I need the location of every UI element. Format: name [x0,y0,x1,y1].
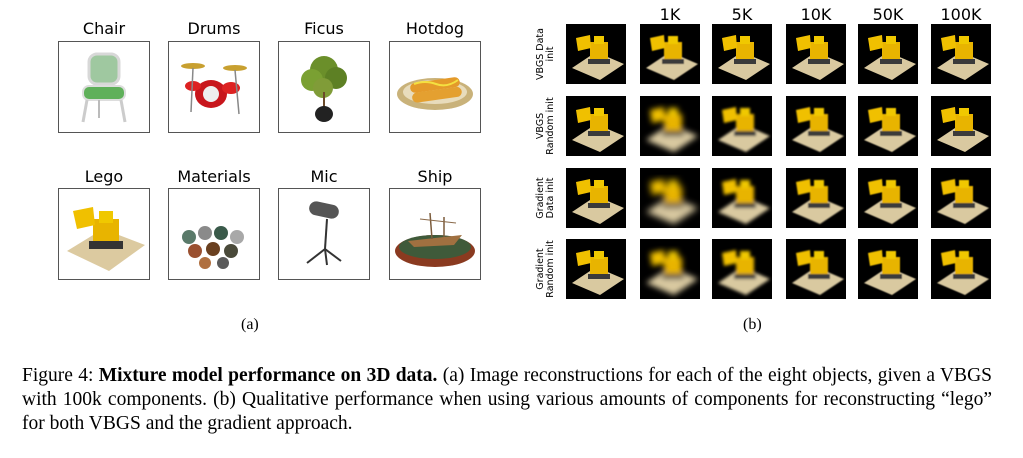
lego-reconstruction-cell [786,168,846,228]
lego-reference-cell [566,168,626,228]
lego-reconstruction-cell [858,239,918,299]
lego-reconstruction-cell [786,24,846,84]
object-label-mic: Mic [310,167,338,186]
lego-image [58,188,150,280]
lego-reference-cell [566,96,626,156]
lego-reconstruction-cell [640,239,700,299]
lego-reconstruction-cell [712,24,772,84]
lego-reconstruction-cell [712,168,772,228]
lego-reconstruction-cell [640,24,700,84]
mic-image [278,188,370,280]
subfigure-label-b: (b) [743,316,762,333]
object-label-chair: Chair [82,19,126,38]
lego-reconstruction-cell [858,96,918,156]
hotdog-image [389,41,481,133]
subfigure-label-a: (a) [241,316,259,333]
lego-reconstruction-cell [931,24,991,84]
lego-reconstruction-cell [786,96,846,156]
object-label-hotdog: Hotdog [405,19,465,38]
lego-reconstruction-cell [712,96,772,156]
lego-reconstruction-cell [640,168,700,228]
caption-prefix: Figure 4: [22,365,99,386]
lego-reconstruction-cell [931,96,991,156]
lego-reconstruction-cell [712,239,772,299]
object-label-materials: Materials [177,167,251,186]
chair-image [58,41,150,133]
caption-bold: Mixture model performance on 3D data. [98,365,438,386]
ship-image [389,188,481,280]
drums-image [168,41,260,133]
ficus-image [278,41,370,133]
caption-text: (a) Image reconstructions for each of th… [22,365,992,434]
lego-reconstruction-cell [858,168,918,228]
object-label-ship: Ship [417,167,453,186]
object-label-drums: Drums [187,19,241,38]
figure-caption: Figure 4: Mixture model performance on 3… [22,364,992,436]
lego-reconstruction-cell [931,168,991,228]
column-header-100k: 100K [940,5,982,24]
lego-reference-cell [566,239,626,299]
column-header-50k: 50K [872,5,904,24]
lego-reference-cell [566,24,626,84]
column-header-1k: 1K [659,5,681,24]
lego-reconstruction-cell [858,24,918,84]
column-header-10k: 10K [800,5,832,24]
lego-reconstruction-cell [786,239,846,299]
lego-reconstruction-cell [931,239,991,299]
object-label-lego: Lego [84,167,124,186]
lego-reconstruction-cell [640,96,700,156]
object-label-ficus: Ficus [304,19,344,38]
materials-image [168,188,260,280]
column-header-5k: 5K [731,5,753,24]
